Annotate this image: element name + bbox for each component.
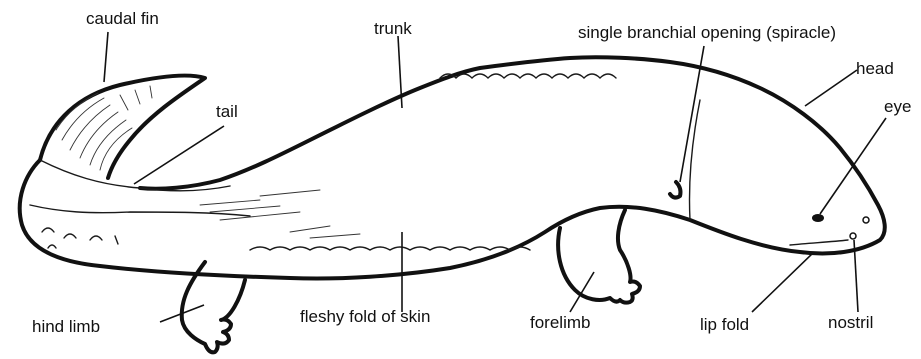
tail-lower-fold: [30, 205, 250, 216]
label-head: head: [856, 59, 894, 78]
label-trunk: trunk: [374, 19, 412, 38]
label-tail: tail: [216, 102, 238, 121]
back-crest: [440, 74, 616, 78]
spiracle-mark: [670, 182, 681, 198]
nostril-mark: [850, 233, 856, 239]
labels: caudal fin trunk single branchial openin…: [32, 9, 911, 336]
eye-mark: [812, 214, 824, 222]
fleshy-fold-skin: [250, 247, 530, 250]
nostril-mark-2: [863, 217, 869, 223]
forelimb-shape: [558, 210, 640, 303]
leader-lip-fold: [752, 252, 814, 312]
label-fleshy-fold: fleshy fold of skin: [300, 307, 430, 326]
caudal-fin-shape: [40, 76, 205, 178]
label-spiracle: single branchial opening (spiracle): [578, 23, 836, 42]
label-forelimb: forelimb: [530, 313, 590, 332]
leader-caudal-fin: [104, 32, 108, 82]
label-nostril: nostril: [828, 313, 873, 332]
label-hind-limb: hind limb: [32, 317, 100, 336]
lip-fold-mark: [790, 240, 848, 245]
body-outline: [20, 57, 885, 278]
leader-head: [805, 70, 857, 106]
tail-markings: [42, 228, 118, 248]
label-caudal-fin: caudal fin: [86, 9, 159, 28]
leader-tail: [134, 126, 224, 184]
caudal-fin-hatching: [56, 86, 152, 170]
label-eye: eye: [884, 97, 911, 116]
label-lip-fold: lip fold: [700, 315, 749, 334]
leader-lines: [104, 32, 886, 322]
leader-forelimb: [570, 272, 594, 312]
